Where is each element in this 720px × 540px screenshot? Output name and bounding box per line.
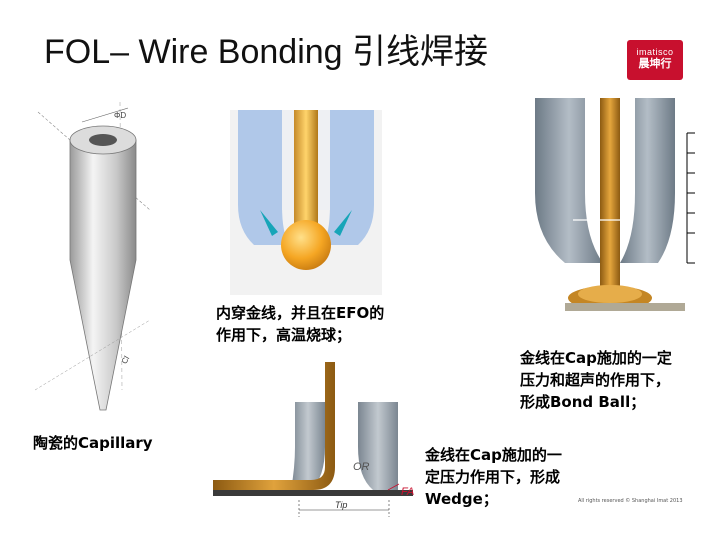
capillary-diameter-label: ΦD [114, 111, 126, 120]
outer-radius-label: OR [353, 461, 370, 473]
efo-ball-illustration [230, 110, 382, 295]
capillary-side-label: Cl [120, 354, 132, 365]
copyright-note: All rights reserved © Shanghai Imat 2013 [578, 498, 683, 504]
tip-label: Tip [335, 500, 347, 510]
ball-caption-line1: 金线在Cap施加的一定 [520, 349, 672, 367]
wedge-illustration: OR FA Tip [213, 362, 423, 522]
bond-ball-illustration [535, 98, 695, 311]
ball-caption-line3: 形成Bond Ball； [520, 393, 646, 411]
efo-caption-line1: 内穿金线，并且在EFO的 [216, 304, 385, 322]
face-angle-label: FA [401, 486, 414, 498]
wedge-caption-line1: 金线在Cap施加的一 [425, 446, 562, 464]
page-title: FOL– Wire Bonding 引线焊接 [44, 33, 489, 71]
capillary-caption: 陶瓷的Capillary [33, 434, 153, 452]
company-logo: imatisco 晨坤行 [627, 40, 683, 80]
efo-caption-line2: 作用下，高温烧球； [216, 326, 352, 344]
logo-text-en: imatisco [636, 47, 674, 57]
wedge-caption-line3: Wedge； [425, 490, 498, 508]
ball-caption-line2: 压力和超声的作用下， [520, 371, 671, 389]
logo-text-cn: 晨坤行 [638, 58, 672, 70]
wedge-caption-line2: 定压力作用下，形成 [425, 468, 561, 486]
capillary-illustration: ΦD Cl [34, 101, 151, 411]
